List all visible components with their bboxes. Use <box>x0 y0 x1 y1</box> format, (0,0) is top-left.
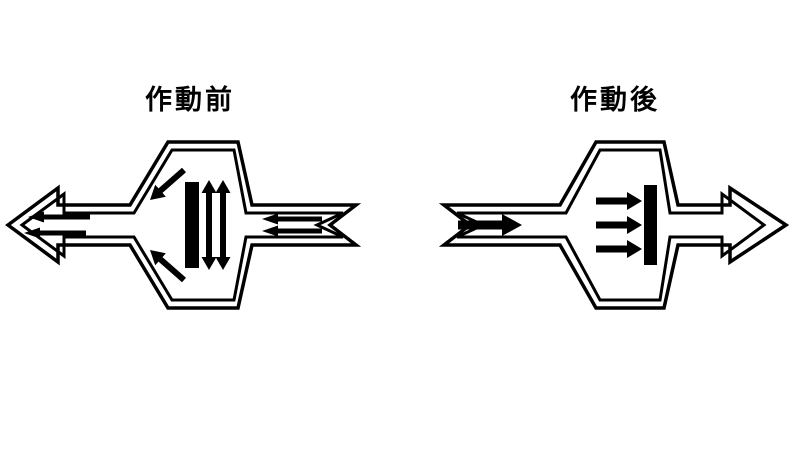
flow-arrow-diagonal-top <box>150 167 186 200</box>
valve-before-body-outline <box>5 140 362 310</box>
valve-before-flow-arrows <box>24 167 322 283</box>
flow-arrow-right-chamber-2 <box>596 216 642 234</box>
flow-arrow-right-chamber-3 <box>596 240 642 258</box>
valve-before-disc <box>185 182 199 268</box>
flow-arrow-left-inlet-2 <box>262 225 322 237</box>
valve-before-body-inner-wall <box>19 148 344 302</box>
flow-arrow-diagonal-bottom <box>150 250 186 283</box>
panel-title-after: 作動後 <box>570 85 660 116</box>
flow-arrow-right-chamber-1 <box>596 192 642 210</box>
flow-arrow-vertical-1 <box>201 180 217 270</box>
valve-after <box>438 140 790 310</box>
flow-arrow-left-outlet-1 <box>28 211 90 223</box>
valve-before <box>5 140 362 310</box>
valve-after-flow-arrows <box>458 185 657 265</box>
panel-title-before: 作動前 <box>145 85 235 116</box>
valve-after-disc <box>644 185 657 265</box>
flow-arrow-left-inlet-1 <box>262 213 322 225</box>
flow-arrow-right-inlet <box>458 214 522 236</box>
flow-arrow-vertical-2 <box>215 180 231 270</box>
flow-arrow-left-outlet-2 <box>24 227 86 239</box>
